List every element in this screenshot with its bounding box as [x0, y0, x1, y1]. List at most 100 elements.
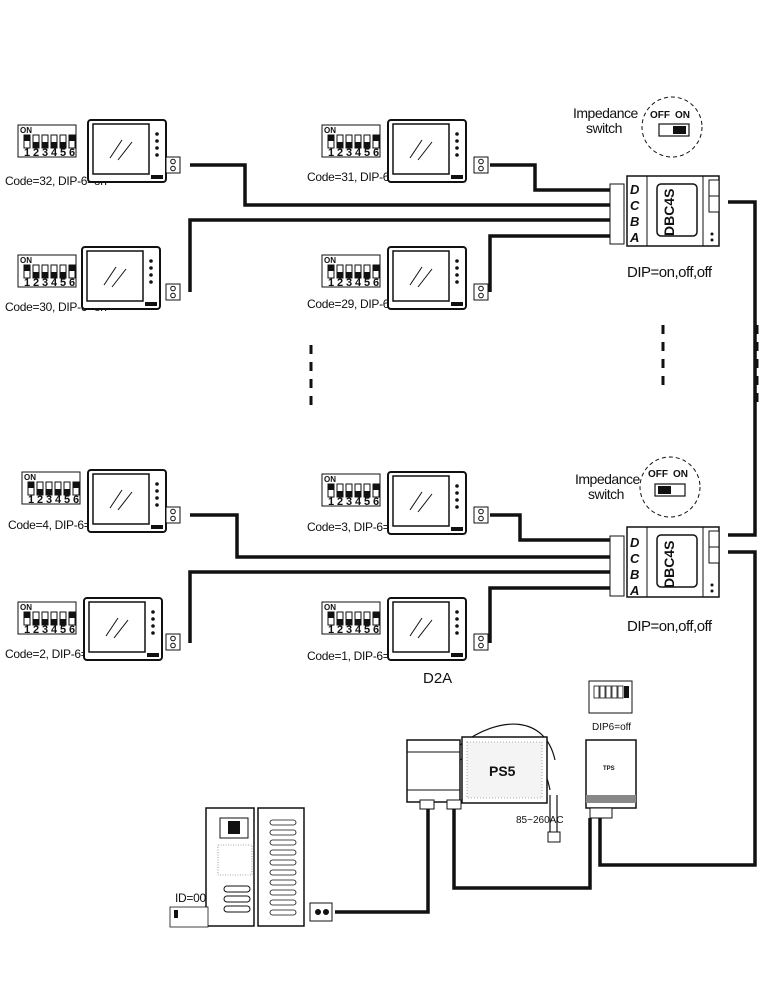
terminal-icon [473, 283, 489, 301]
door-station-button-module-icon [257, 807, 305, 927]
dip-digit-label: 1 [24, 624, 30, 636]
d2a-icon [406, 739, 461, 803]
impedance-switch: Impedance switch OFF ON [573, 96, 703, 158]
voltage-label: 85~260AC [516, 815, 564, 826]
dip-digit-label: 2 [337, 277, 343, 289]
dip-digit-label: 5 [60, 147, 66, 159]
dip-on-label: ON [324, 126, 336, 135]
dip-digit-label: 5 [60, 277, 66, 289]
dip-on-label: ON [324, 603, 336, 612]
monitor-code-label: Code=4, DIP-6=on [8, 518, 103, 532]
switch-label: switch [588, 486, 624, 502]
distributor-terminals [609, 183, 625, 245]
dip-digit-label: 4 [355, 496, 362, 508]
impedance-switch: Impedance switch OFF ON [575, 456, 701, 518]
dip-digit-label: 6 [373, 147, 379, 159]
dip-digit-label: 5 [364, 147, 370, 159]
terminal-icon [473, 156, 489, 174]
dip-digit-label: 4 [355, 624, 362, 636]
port-label: C [630, 551, 640, 566]
d2a-unit [406, 739, 462, 810]
port-label: A [629, 583, 639, 598]
port-label: B [630, 567, 639, 582]
d2a-label: D2A [423, 670, 452, 687]
power-plug-icon [549, 795, 558, 835]
dip-digit-label: 2 [33, 147, 39, 159]
distributor-terminals [609, 535, 625, 597]
dip-digit-label: 5 [364, 624, 370, 636]
impedance-label: Impedance [575, 471, 640, 487]
dip-digit-label: 6 [69, 277, 75, 289]
dip-digit-label: 6 [73, 494, 79, 506]
monitor-icon [387, 597, 467, 661]
impedance-label: Impedance [573, 105, 638, 121]
dip-digit-label: 4 [51, 277, 58, 289]
dip-on-label: ON [324, 475, 336, 484]
dip-digit-label: 4 [355, 147, 362, 159]
dip-on-label: ON [324, 256, 336, 265]
dip-digit-label: 2 [337, 147, 343, 159]
dip-digit-label: 3 [346, 277, 352, 289]
dip-digit-label: 3 [42, 277, 48, 289]
monitor-code-label: Code=32, DIP-6=on [5, 174, 107, 188]
monitor-unit: ON Code=4, DIP-6=on [8, 469, 181, 533]
monitor-icon [87, 469, 167, 533]
off-label: OFF [648, 469, 668, 480]
dip-digit-label: 2 [33, 624, 39, 636]
dip-digit-label: 4 [51, 147, 58, 159]
dip-digit-label: 4 [355, 277, 362, 289]
dip-digit-label: 3 [42, 147, 48, 159]
dip-digit-label: 3 [346, 624, 352, 636]
door-station-id-label: ID=00 [175, 891, 206, 905]
dip-digit-label: 6 [69, 624, 75, 636]
tps-unit: DIP6=off TPS [585, 680, 637, 819]
dip-digit-label: 4 [55, 494, 62, 506]
monitor-icon [387, 471, 467, 535]
dip-digit-label: 1 [28, 494, 34, 506]
terminal-icon [473, 506, 489, 524]
monitor-unit: ON Code=31, DIP-6=on [307, 119, 489, 184]
dip-on-label: ON [24, 473, 36, 482]
dip-digit-label: 5 [364, 496, 370, 508]
dip-digit-label: 1 [328, 624, 334, 636]
dip-digit-label: 1 [328, 496, 334, 508]
monitor-unit: ON Code=32, DIP-6=on [5, 119, 181, 188]
dip-digit-label: 3 [346, 496, 352, 508]
power-supply-unit: PS5 85~260AC [461, 736, 564, 843]
dip-digit-label: 2 [37, 494, 43, 506]
distributor-model-label: DBC4S [661, 189, 677, 236]
monitor-unit: ON Code=29, DIP-6=on [307, 246, 489, 311]
dip-digit-label: 1 [24, 147, 30, 159]
distributor-dip-label: DIP=on,off,off [627, 264, 713, 281]
door-station-dip-switch [169, 906, 209, 928]
monitor-code-label: Code=3, DIP-6=on [307, 520, 402, 534]
dip-digit-label: 3 [346, 147, 352, 159]
distributor-model-label: DBC4S [661, 541, 677, 588]
dip-digit-label: 1 [24, 277, 30, 289]
dip-digit-label: 6 [373, 624, 379, 636]
terminal-icon [165, 283, 181, 301]
monitor-icon [387, 119, 467, 183]
port-label: A [629, 230, 639, 245]
door-station: ID=00 [169, 807, 333, 928]
monitor-icon [387, 246, 467, 310]
off-label: OFF [650, 110, 670, 121]
monitor-code-label: Code=2, DIP-6=on [5, 647, 100, 661]
distributor-dip-label: DIP=on,off,off [627, 618, 713, 635]
dip-digit-label: 1 [328, 147, 334, 159]
dip-digit-label: 2 [337, 496, 343, 508]
terminal-icon [165, 156, 181, 174]
terminal-icon [165, 633, 181, 651]
dip-digit-label: 4 [51, 624, 58, 636]
port-label: B [630, 214, 639, 229]
tps-dip-label: DIP6=off [592, 722, 631, 733]
switch-label: switch [586, 120, 622, 136]
impedance-switch-circle [641, 96, 703, 158]
impedance-switch-circle [639, 456, 701, 518]
dip-digit-label: 2 [337, 624, 343, 636]
dip-digit-label: 6 [373, 277, 379, 289]
port-label: D [630, 182, 640, 197]
dip-digit-label: 3 [46, 494, 52, 506]
monitor-unit: ON Code=2, DIP-6=on [5, 597, 181, 661]
dip-digit-label: 1 [328, 277, 334, 289]
